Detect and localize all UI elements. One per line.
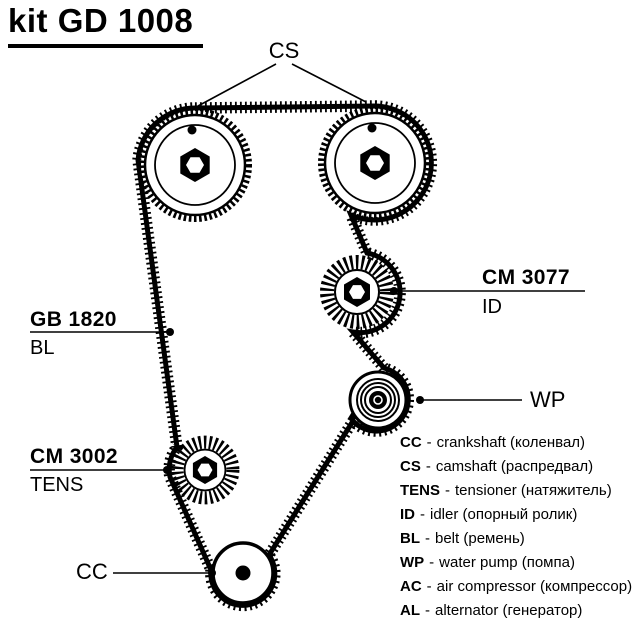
legend-abbr: CC xyxy=(400,434,422,451)
legend-desc: tensioner (натяжитель) xyxy=(455,482,612,499)
legend-abbr: WP xyxy=(400,554,425,571)
legend-abbr: CS xyxy=(400,458,421,475)
legend-abbr: AC xyxy=(400,578,422,595)
camshaft-label: CS xyxy=(268,38,300,63)
legend-separator: - xyxy=(445,482,451,499)
callout-dot-idler xyxy=(390,287,398,295)
belt-part-number: GB 1820 xyxy=(30,308,117,331)
legend-desc: belt (ремень) xyxy=(435,530,525,547)
title-code: GD 1008 xyxy=(57,2,194,39)
callout-dot-crankshaft xyxy=(208,569,216,577)
belt-abbr-label: BL xyxy=(30,337,55,359)
legend-separator: - xyxy=(420,506,425,523)
legend-separator: - xyxy=(425,458,431,475)
page-title: kit GD 1008 xyxy=(8,2,204,48)
legend-abbr: BL xyxy=(400,530,420,547)
legend-desc: air compressor (компрессор) xyxy=(436,578,633,595)
legend-item-tens: TENS-tensioner (натяжитель) xyxy=(400,479,632,503)
legend-desc: water pump (помпа) xyxy=(439,554,575,571)
legend-desc: idler (опорный ролик) xyxy=(430,506,578,523)
crankshaft-label: CC xyxy=(76,559,108,584)
idler-part-number: CM 3077 xyxy=(482,266,571,289)
camshaft-pulley-left xyxy=(141,111,249,219)
legend-separator: - xyxy=(426,578,432,595)
title-kit: kit xyxy=(8,2,49,39)
tensioner-abbr-label: TENS xyxy=(30,474,84,496)
water-pump xyxy=(348,370,408,430)
legend-item-al: AL-alternator (генератор) xyxy=(400,599,632,623)
legend: CC-crankshaft (коленвал) CS-camshaft (ра… xyxy=(400,431,632,623)
legend-abbr: TENS xyxy=(400,482,441,499)
idler-abbr-label: ID xyxy=(482,296,502,318)
tensioner-part-number: CM 3002 xyxy=(30,445,119,468)
legend-abbr: ID xyxy=(400,506,415,523)
legend-separator: - xyxy=(429,554,435,571)
idler-pulley xyxy=(327,262,387,322)
legend-item-cs: CS-camshaft (распредвал) xyxy=(400,455,632,479)
callout-lines xyxy=(30,63,585,574)
legend-desc: camshaft (распредвал) xyxy=(435,458,594,475)
callout-line-cs-left xyxy=(197,63,277,107)
callout-dots xyxy=(163,287,424,577)
callout-dot-water-pump xyxy=(416,396,424,404)
crankshaft-pulley xyxy=(211,541,275,605)
legend-desc: alternator (генератор) xyxy=(435,602,583,619)
camshaft-pulley-right xyxy=(321,109,429,217)
legend-abbr: AL xyxy=(400,602,420,619)
callout-dot-belt xyxy=(166,328,174,336)
legend-item-wp: WP-water pump (помпа) xyxy=(400,551,632,575)
legend-separator: - xyxy=(425,530,430,547)
tensioner-pulley xyxy=(177,442,233,498)
callout-dot-tensioner xyxy=(163,466,171,474)
legend-item-ac: AC-air compressor (компрессор) xyxy=(400,575,632,599)
legend-item-id: ID-idler (опорный ролик) xyxy=(400,503,632,527)
legend-item-bl: BL-belt (ремень) xyxy=(400,527,632,551)
legend-separator: - xyxy=(426,434,432,451)
legend-separator: - xyxy=(425,602,430,619)
legend-desc: crankshaft (коленвал) xyxy=(436,434,586,451)
legend-item-cc: CC-crankshaft (коленвал) xyxy=(400,431,632,455)
water-pump-label: WP xyxy=(530,387,566,412)
callout-line-cs-right xyxy=(291,63,367,103)
